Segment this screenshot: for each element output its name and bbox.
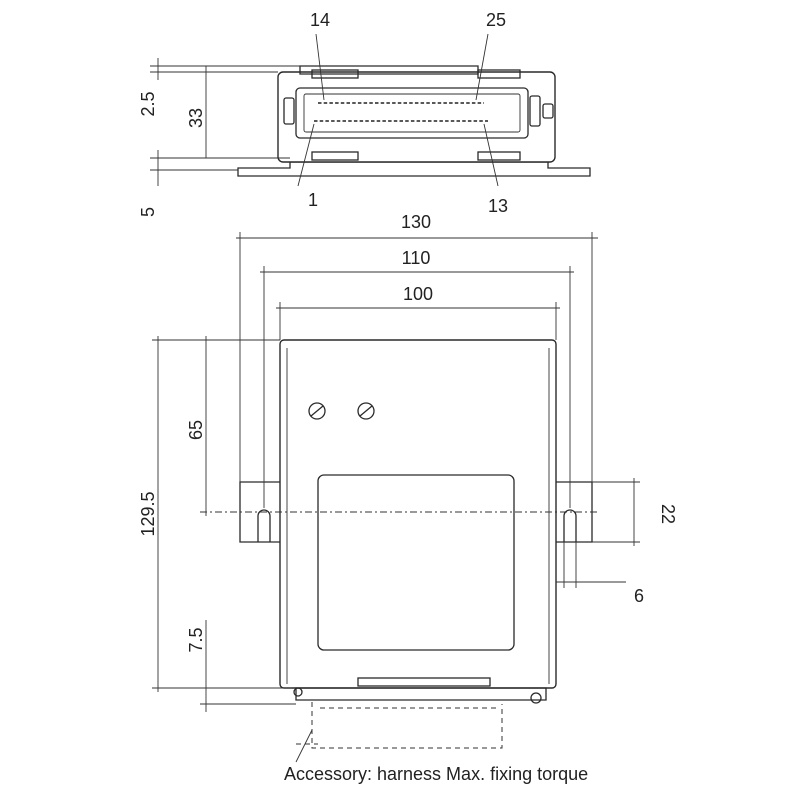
leader-pin-25 (475, 33, 489, 101)
latch-left (283, 97, 295, 125)
top-view-clip-left-top (311, 69, 359, 79)
dim-label-body-width: 100 (403, 284, 433, 304)
top-view-clip-left-bottom (311, 151, 359, 161)
bottom-connector (295, 687, 547, 701)
top-view-clip-right-bottom (477, 151, 521, 161)
top-view: 14 25 1 13 2.5 33 5 (138, 10, 591, 217)
slot-right (563, 509, 577, 542)
pin-label-13: 13 (488, 196, 508, 216)
bottom-tab (357, 677, 491, 687)
pin-label-14: 14 (310, 10, 330, 30)
dim-label-slot-span: 22 (658, 504, 678, 524)
dim-label-overall-width: 130 (401, 212, 431, 232)
connector-inner (303, 93, 521, 133)
dim-label-mount-pitch: 110 (402, 248, 431, 268)
leader-pin-13 (483, 123, 499, 187)
connector-shell (295, 87, 529, 139)
label-window (317, 474, 515, 651)
screw-1 (308, 402, 326, 420)
dim-label-bottom-offset: 7.5 (186, 627, 206, 652)
dim-label-flange-offset: 2.5 (138, 91, 158, 116)
screw-2 (357, 402, 375, 420)
pin-label-25: 25 (486, 10, 506, 30)
dim-label-mount-height: 65 (186, 420, 206, 440)
connector-pin-right (530, 692, 542, 704)
latch-right-2 (542, 103, 554, 119)
top-view-base-flange (237, 161, 591, 177)
top-view-clip-right-top (477, 69, 521, 79)
dim-label-total-height: 129.5 (138, 491, 158, 536)
slot-left (257, 509, 271, 542)
pin-label-1: 1 (308, 190, 318, 210)
leader-pin-14 (315, 33, 325, 101)
latch-right-1 (529, 95, 541, 127)
top-view-housing (277, 71, 556, 163)
dim-label-slot-width: 6 (634, 586, 644, 606)
dim-label-height: 33 (186, 108, 206, 128)
leader-pin-1 (297, 123, 315, 187)
front-view: 130 110 100 129.5 65 7.5 22 6 (138, 212, 678, 763)
leader-caption (295, 729, 313, 763)
accessory-caption: Accessory: harness Max. fixing torque (284, 764, 588, 784)
connector-pin-left (293, 687, 303, 697)
harness-outline (311, 702, 503, 749)
dim-label-base-offset: 5 (138, 207, 158, 217)
